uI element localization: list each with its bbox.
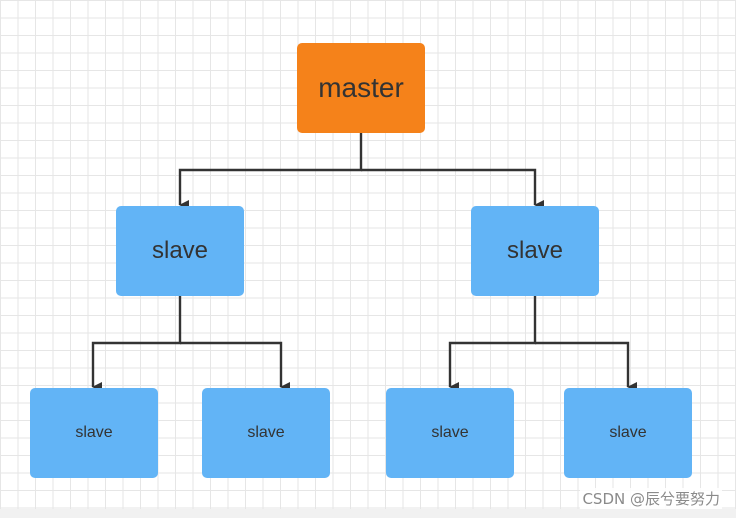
- slave-node-right: slave: [471, 206, 599, 296]
- slave-node-left: slave: [116, 206, 244, 296]
- slave-leaf-node-1: slave: [30, 388, 158, 478]
- connector-master-to-slave-left: [178, 133, 363, 210]
- slave-leaf-node-1-label: slave: [75, 424, 113, 441]
- slave-node-right-label: slave: [506, 237, 564, 264]
- master-node-label: master: [318, 72, 404, 103]
- slave-leaf-node-4-label: slave: [609, 424, 647, 441]
- bottom-strip: [0, 509, 736, 518]
- connector-master-to-slave-right: [361, 168, 544, 210]
- csdn-watermark: CSDN @辰兮要努力: [580, 488, 722, 509]
- master-node: master: [297, 43, 425, 133]
- connector-slave-right-to-slave-3: [448, 296, 537, 392]
- slave-leaf-node-3: slave: [386, 388, 514, 478]
- connector-slave-left-to-slave-2: [180, 341, 290, 392]
- slave-leaf-node-2: slave: [202, 388, 330, 478]
- slave-leaf-node-3-label: slave: [431, 424, 469, 441]
- slave-leaf-node-2-label: slave: [247, 424, 285, 441]
- connector-slave-left-to-slave-1: [91, 296, 182, 392]
- connector-slave-right-to-slave-4: [535, 341, 637, 392]
- slave-node-left-label: slave: [151, 237, 209, 264]
- slave-leaf-node-4: slave: [564, 388, 692, 478]
